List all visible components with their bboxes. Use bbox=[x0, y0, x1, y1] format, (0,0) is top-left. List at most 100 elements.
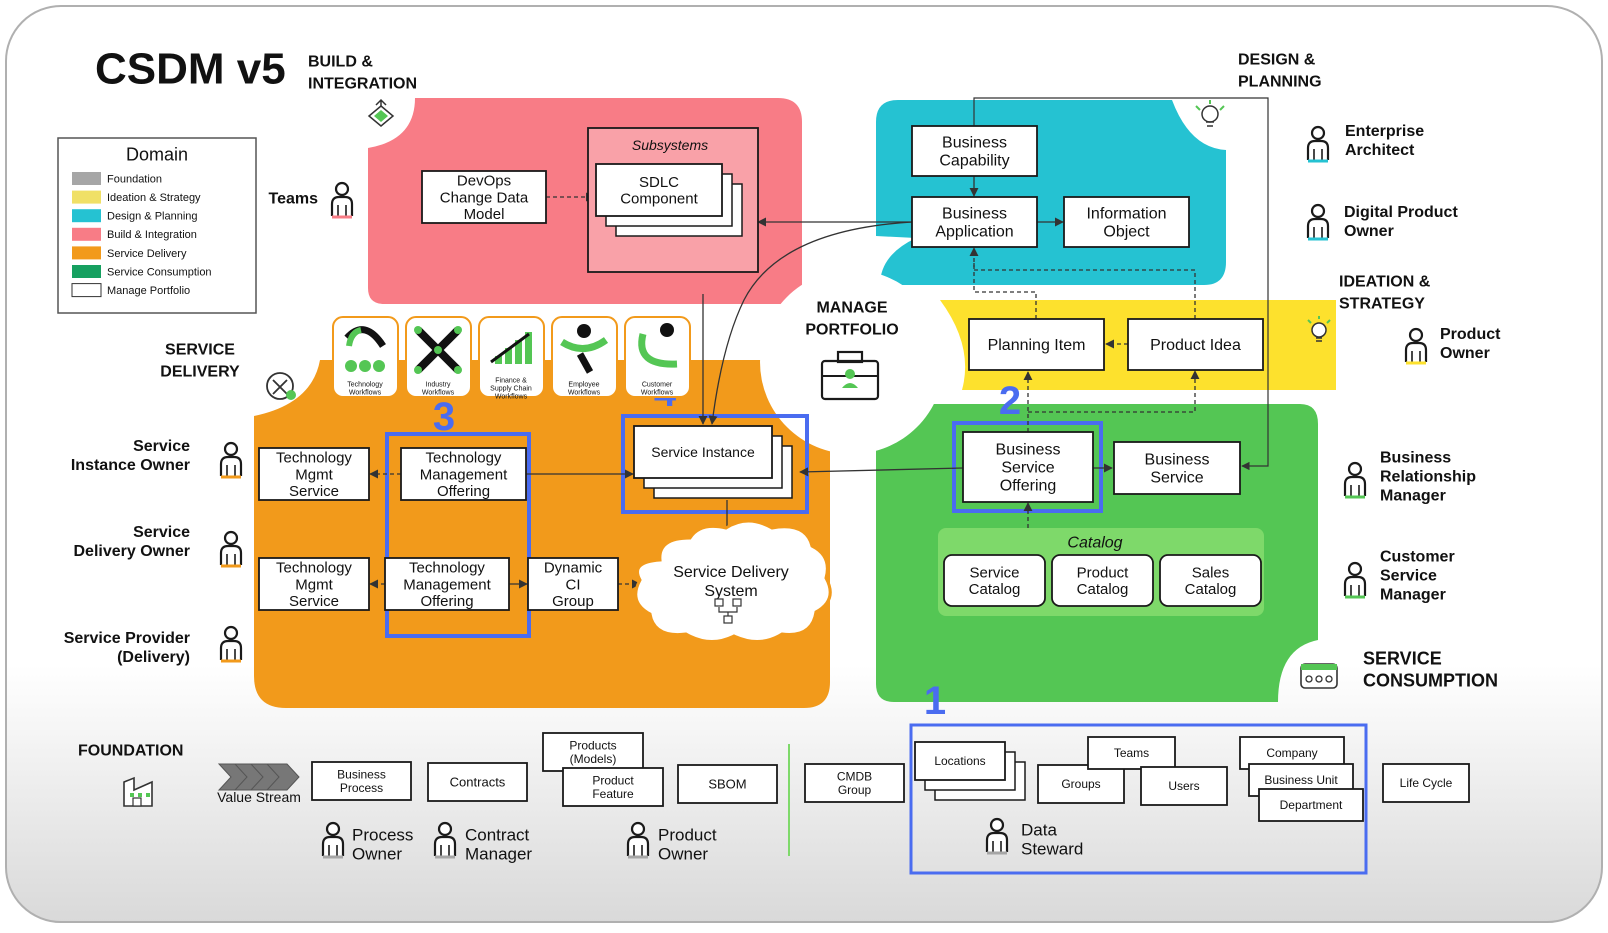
person-product-owner-foundation bbox=[626, 821, 650, 859]
products-models-box[interactable]: Products(Models) bbox=[542, 732, 644, 772]
users-box[interactable]: Users bbox=[1140, 766, 1228, 806]
workflow-icon-2 bbox=[490, 332, 532, 364]
person-csm-figure bbox=[1343, 561, 1367, 598]
person-product-owner-ideation-figure bbox=[1404, 327, 1428, 364]
tech-mgmt-offering-2-box-frame bbox=[384, 557, 510, 611]
service-consumption-icon bbox=[1300, 663, 1338, 689]
idea-icon bbox=[1307, 316, 1331, 342]
business-process-box-frame bbox=[311, 761, 412, 801]
legend-swatch-0 bbox=[72, 172, 101, 185]
legend-swatch-2 bbox=[72, 209, 101, 223]
teams-box[interactable]: Teams bbox=[1087, 736, 1176, 770]
conn-planning-bizapp bbox=[969, 247, 1037, 319]
service-instance-box[interactable]: Service Instance bbox=[633, 425, 793, 499]
product-idea-box[interactable]: Product Idea bbox=[1127, 318, 1264, 371]
planning-item-box-frame bbox=[968, 318, 1105, 371]
locations-box[interactable]: Locations bbox=[914, 741, 1026, 801]
section-ideation: IDEATION &STRATEGY bbox=[1339, 274, 1431, 313]
contracts-box-frame bbox=[427, 762, 528, 802]
cloud-shape bbox=[634, 519, 832, 643]
person-teams bbox=[330, 181, 354, 219]
tech-mgmt-offering-1-box-frame bbox=[400, 447, 527, 501]
section-build: BUILD &INTEGRATION bbox=[308, 54, 417, 93]
planning-item-box[interactable]: Planning Item bbox=[968, 318, 1105, 371]
catalog-label: Catalog bbox=[1067, 535, 1122, 552]
page-title: CSDM v5 bbox=[95, 44, 286, 93]
life-cycle-box[interactable]: Life Cycle bbox=[1382, 763, 1470, 803]
business-service-offering-box-frame bbox=[962, 431, 1094, 503]
department-box-frame bbox=[1258, 788, 1364, 822]
teams-box-label: Teams bbox=[1114, 746, 1149, 760]
sbom-box-frame bbox=[677, 764, 778, 804]
product-idea-box-label: Product Idea bbox=[1150, 337, 1241, 354]
network-icon bbox=[714, 598, 742, 624]
person-service-instance-owner-figure bbox=[219, 441, 243, 478]
sales-catalog-box-frame bbox=[1159, 554, 1262, 607]
sbom-box[interactable]: SBOM bbox=[677, 764, 778, 804]
workflow-icon-3 bbox=[560, 324, 609, 374]
service-delivery-icon bbox=[266, 372, 296, 400]
groups-box[interactable]: Groups bbox=[1037, 764, 1125, 804]
contracts-box[interactable]: Contracts bbox=[427, 762, 528, 802]
workflow-icon-0 bbox=[344, 326, 386, 372]
person-enterprise-architect-figure bbox=[1306, 125, 1330, 162]
life-cycle-box-frame bbox=[1382, 763, 1470, 803]
network-node-2 bbox=[723, 615, 733, 624]
users-box-frame bbox=[1140, 766, 1228, 806]
sbom-box-label: SBOM bbox=[708, 777, 746, 792]
legend-item-3: Build & Integration bbox=[107, 229, 197, 241]
sdlc-component-box-frame bbox=[595, 163, 723, 217]
teams-box-frame bbox=[1087, 736, 1176, 770]
legend-item-5: Service Consumption bbox=[107, 266, 212, 278]
department-box[interactable]: Department bbox=[1258, 788, 1364, 822]
network-node-0 bbox=[714, 598, 724, 607]
person-process-owner-figure bbox=[321, 821, 345, 858]
products-models-box-label: Products(Models) bbox=[569, 738, 616, 765]
